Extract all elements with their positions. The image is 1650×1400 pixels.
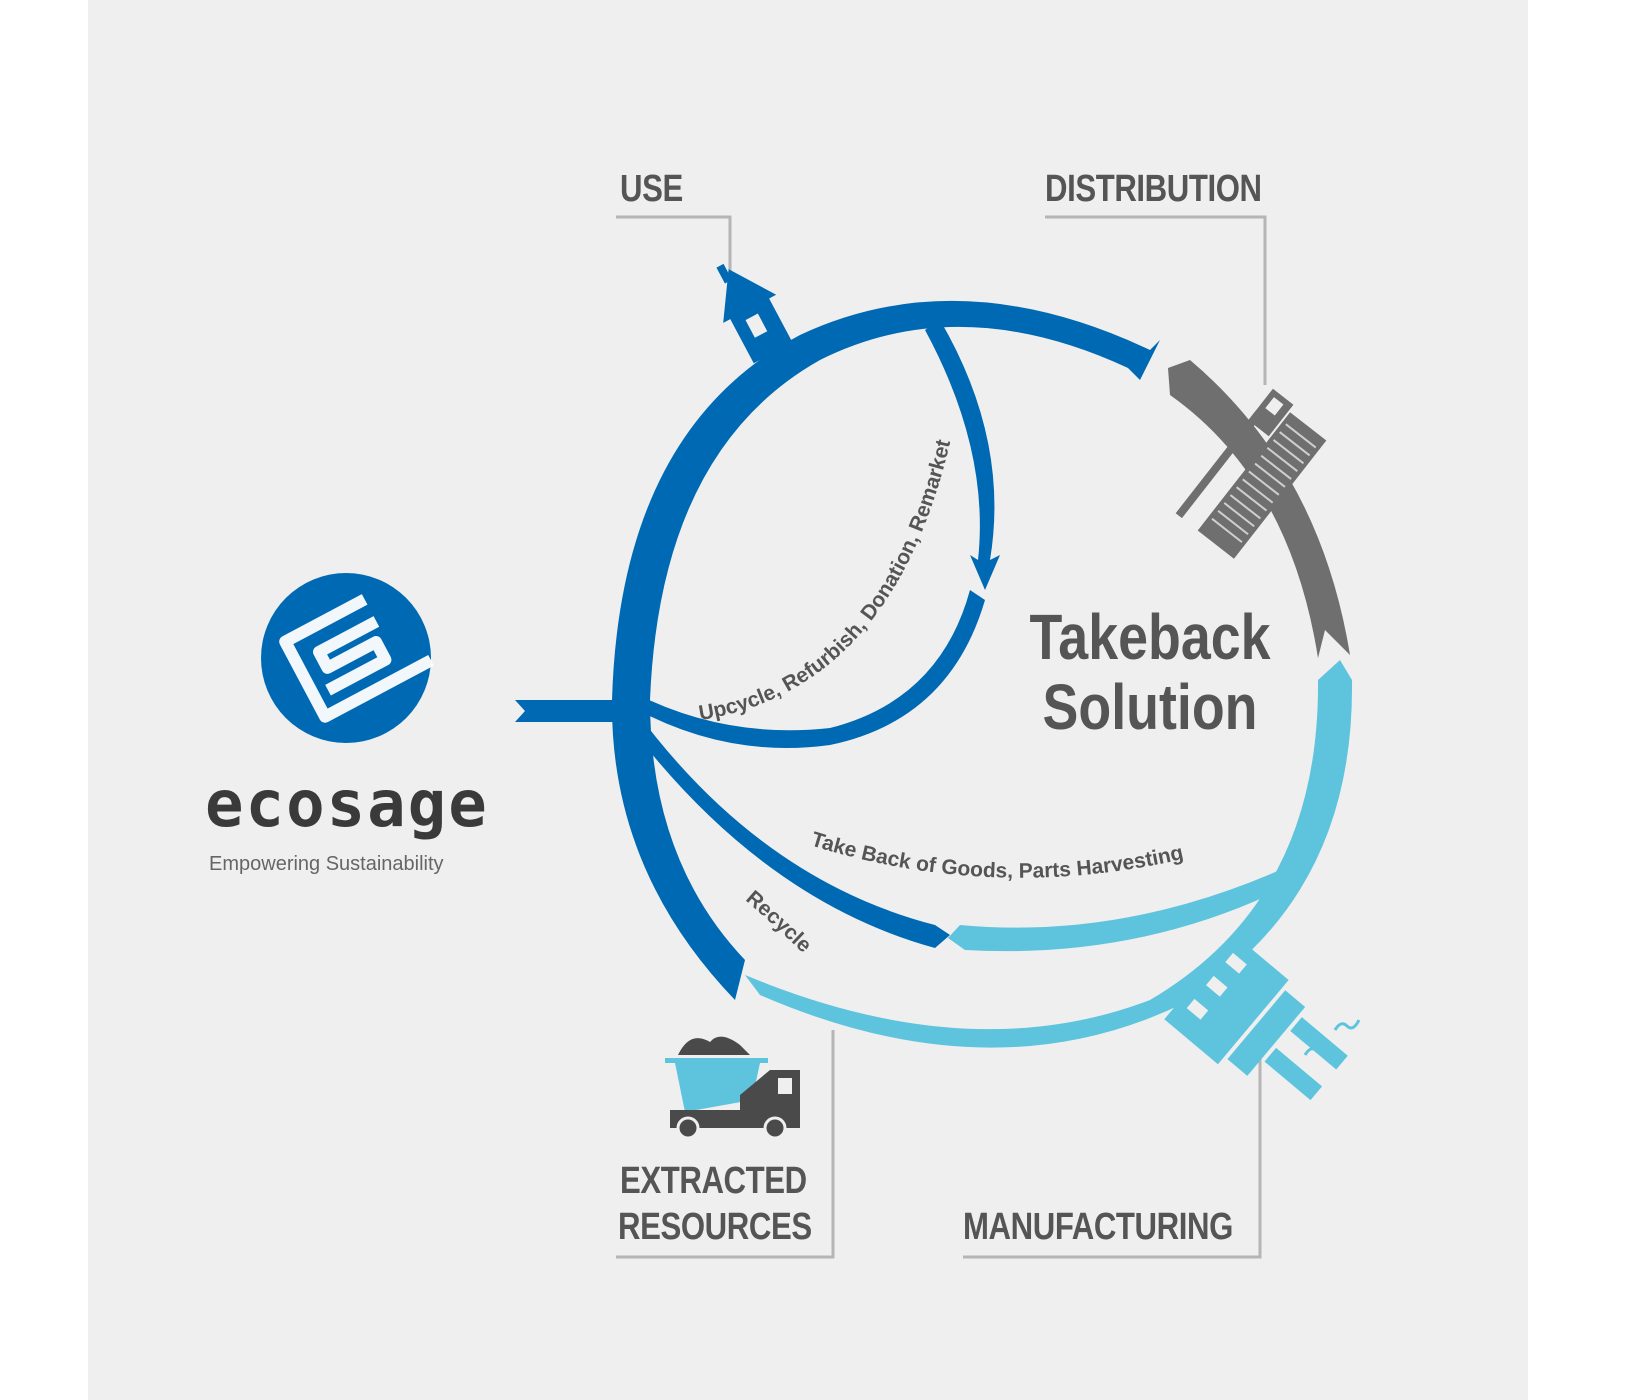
stage-label-extracted-line2: RESOURCES — [618, 1206, 812, 1248]
dump-truck-icon — [665, 1036, 800, 1140]
stage-label-manufacturing: MANUFACTURING — [963, 1206, 1233, 1248]
container-truck-icon — [1175, 388, 1327, 559]
take-back-dark-arc — [625, 710, 950, 948]
take-back-label: Take Back of Goods, Parts Harvesting — [809, 828, 1186, 883]
stage-label-use: USE — [620, 168, 683, 210]
manufacturing-arc — [745, 660, 1353, 1048]
ecosage-logo-icon — [261, 573, 434, 743]
brand-tagline: Empowering Sustainability — [209, 853, 444, 875]
distribution-arc — [1168, 360, 1350, 658]
house-icon — [716, 263, 793, 364]
entry-arrow — [515, 700, 630, 722]
inner-loop-label: Upcycle, Refurbish, Donation, Remarket — [697, 437, 955, 725]
leader-lines — [616, 215, 1267, 1259]
center-title: Takeback Solution — [1016, 602, 1285, 742]
center-title-line2: Solution — [1042, 671, 1258, 743]
inner-loop-arc — [925, 320, 1000, 590]
inner-loop-lower-arc — [620, 590, 985, 748]
factory-icon — [1164, 935, 1348, 1101]
brand-wordmark: ecosage — [205, 768, 489, 842]
stage-label-extracted-line1: EXTRACTED — [620, 1160, 807, 1202]
stage-label-distribution: DISTRIBUTION — [1045, 168, 1262, 210]
center-title-line1: Takeback — [1029, 601, 1271, 673]
smoke-icon — [1303, 1019, 1361, 1056]
recycle-label: Recycle — [742, 886, 816, 957]
take-back-light-arc — [948, 870, 1290, 952]
